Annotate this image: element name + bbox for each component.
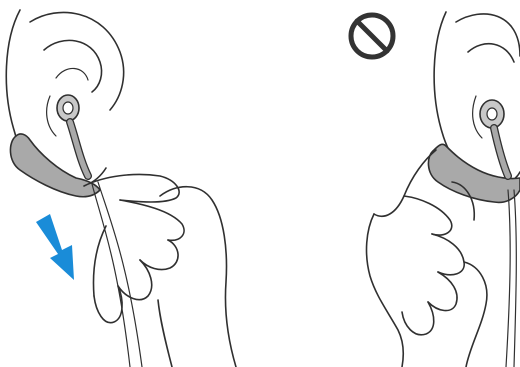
right-cable bbox=[506, 190, 510, 367]
right-earbud bbox=[428, 100, 520, 202]
left-panel-correct-removal bbox=[6, 10, 236, 367]
prohibited-icon bbox=[351, 15, 393, 57]
left-hand bbox=[84, 174, 236, 367]
right-panel-incorrect-removal bbox=[351, 12, 520, 367]
left-cable bbox=[92, 184, 130, 367]
left-earbud bbox=[10, 95, 100, 197]
down-arrow-icon bbox=[36, 214, 74, 280]
